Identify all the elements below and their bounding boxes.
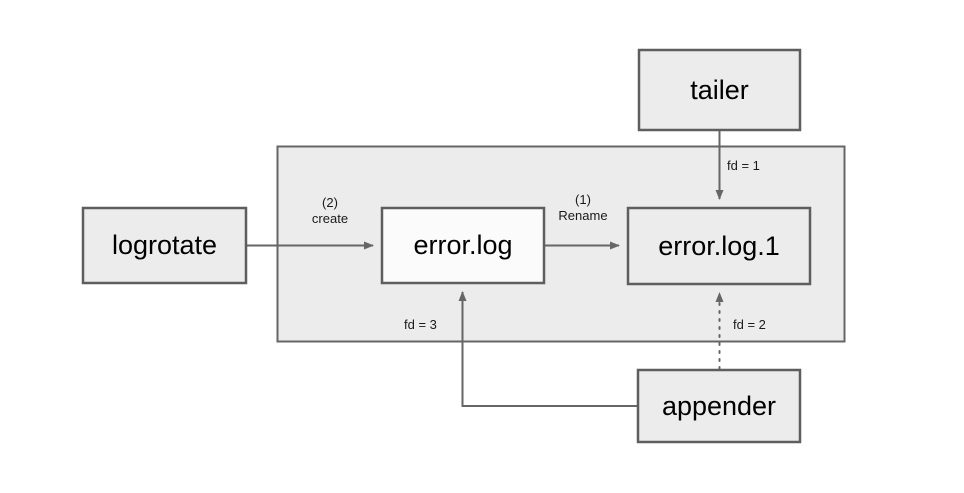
node-error-log-1-box[interactable] (626, 206, 812, 286)
edge-label-fd-1: fd = 1 (727, 158, 760, 173)
edge-label-fd-3: fd = 3 (404, 317, 437, 332)
node-logrotate-box[interactable] (81, 206, 248, 285)
node-tailer-box[interactable] (637, 48, 802, 132)
edge-label-rename: (1) Rename (543, 192, 623, 224)
edge-label-rename-line1: (1) (575, 192, 591, 207)
edge-label-rename-line2: Rename (558, 208, 608, 223)
edge-label-create-line2: create (311, 211, 349, 226)
node-error-log-box[interactable] (380, 206, 546, 285)
edge-label-fd-2: fd = 2 (733, 317, 766, 332)
edge-label-create-line1: (2) (322, 195, 338, 210)
edge-appender-to-error-log (458, 291, 637, 407)
edge-label-create: (2) create (290, 195, 370, 227)
node-appender-box[interactable] (636, 368, 802, 444)
